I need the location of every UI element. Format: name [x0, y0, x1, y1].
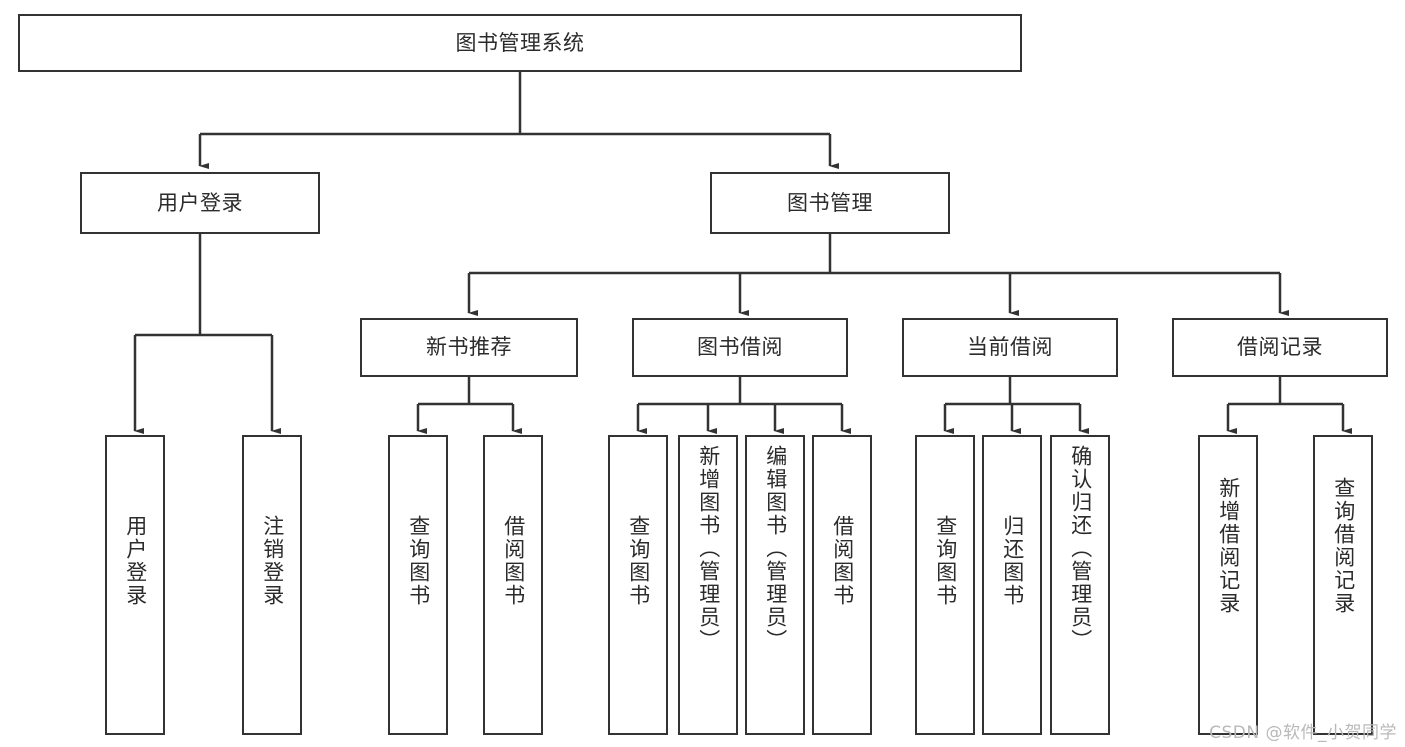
node-book-management[interactable]: 图书管理 — [710, 172, 950, 234]
watermark-text: CSDN @软件_小贺同学 — [1209, 723, 1397, 743]
node-label: 编辑图书（管理员） — [763, 445, 788, 652]
leaf-current-borrow-confirm-return-admin[interactable]: 确认归还（管理员） — [1050, 435, 1110, 735]
leaf-borrow-records-query-record[interactable]: 查询借阅记录 — [1313, 435, 1373, 735]
node-label: 归还图书 — [1000, 515, 1025, 607]
node-label: 用户登录 — [157, 190, 243, 215]
node-label: 图书管理系统 — [455, 30, 585, 55]
node-label: 图书管理 — [787, 190, 873, 215]
leaf-book-borrow-query-book[interactable]: 查询图书 — [608, 435, 668, 735]
node-root-book-management-system[interactable]: 图书管理系统 — [18, 14, 1022, 72]
node-label: 借阅图书 — [501, 515, 526, 607]
leaf-borrow-records-add-record[interactable]: 新增借阅记录 — [1198, 435, 1258, 735]
leaf-new-book-query-book[interactable]: 查询图书 — [388, 435, 448, 735]
leaf-book-borrow-borrow-book[interactable]: 借阅图书 — [812, 435, 872, 735]
node-label: 当前借阅 — [967, 335, 1053, 360]
leaf-current-borrow-return-book[interactable]: 归还图书 — [982, 435, 1042, 735]
node-current-borrow[interactable]: 当前借阅 — [902, 318, 1118, 377]
node-label: 图书借阅 — [697, 335, 783, 360]
node-label: 查询图书 — [406, 515, 431, 607]
node-label: 查询图书 — [933, 515, 958, 607]
node-label: 注销登录 — [260, 515, 285, 607]
node-label: 借阅记录 — [1237, 335, 1323, 360]
node-label: 借阅图书 — [830, 515, 855, 607]
leaf-current-borrow-query-book[interactable]: 查询图书 — [915, 435, 975, 735]
node-book-borrow[interactable]: 图书借阅 — [632, 318, 848, 377]
node-label: 用户登录 — [123, 515, 148, 607]
node-label: 查询图书 — [626, 515, 651, 607]
node-user-login[interactable]: 用户登录 — [80, 172, 320, 234]
node-new-book-recommend[interactable]: 新书推荐 — [360, 318, 578, 377]
leaf-new-book-borrow-book[interactable]: 借阅图书 — [483, 435, 543, 735]
node-label: 新书推荐 — [426, 335, 512, 360]
node-label: 新增借阅记录 — [1216, 477, 1241, 615]
node-label: 查询借阅记录 — [1331, 477, 1356, 615]
leaf-user-login-logout[interactable]: 注销登录 — [242, 435, 302, 735]
leaf-user-login-login[interactable]: 用户登录 — [105, 435, 165, 735]
node-label: 确认归还（管理员） — [1068, 445, 1093, 652]
leaf-book-borrow-edit-book-admin[interactable]: 编辑图书（管理员） — [745, 435, 805, 735]
leaf-book-borrow-add-book-admin[interactable]: 新增图书（管理员） — [678, 435, 738, 735]
node-label: 新增图书（管理员） — [696, 445, 721, 652]
node-borrow-records[interactable]: 借阅记录 — [1172, 318, 1388, 377]
